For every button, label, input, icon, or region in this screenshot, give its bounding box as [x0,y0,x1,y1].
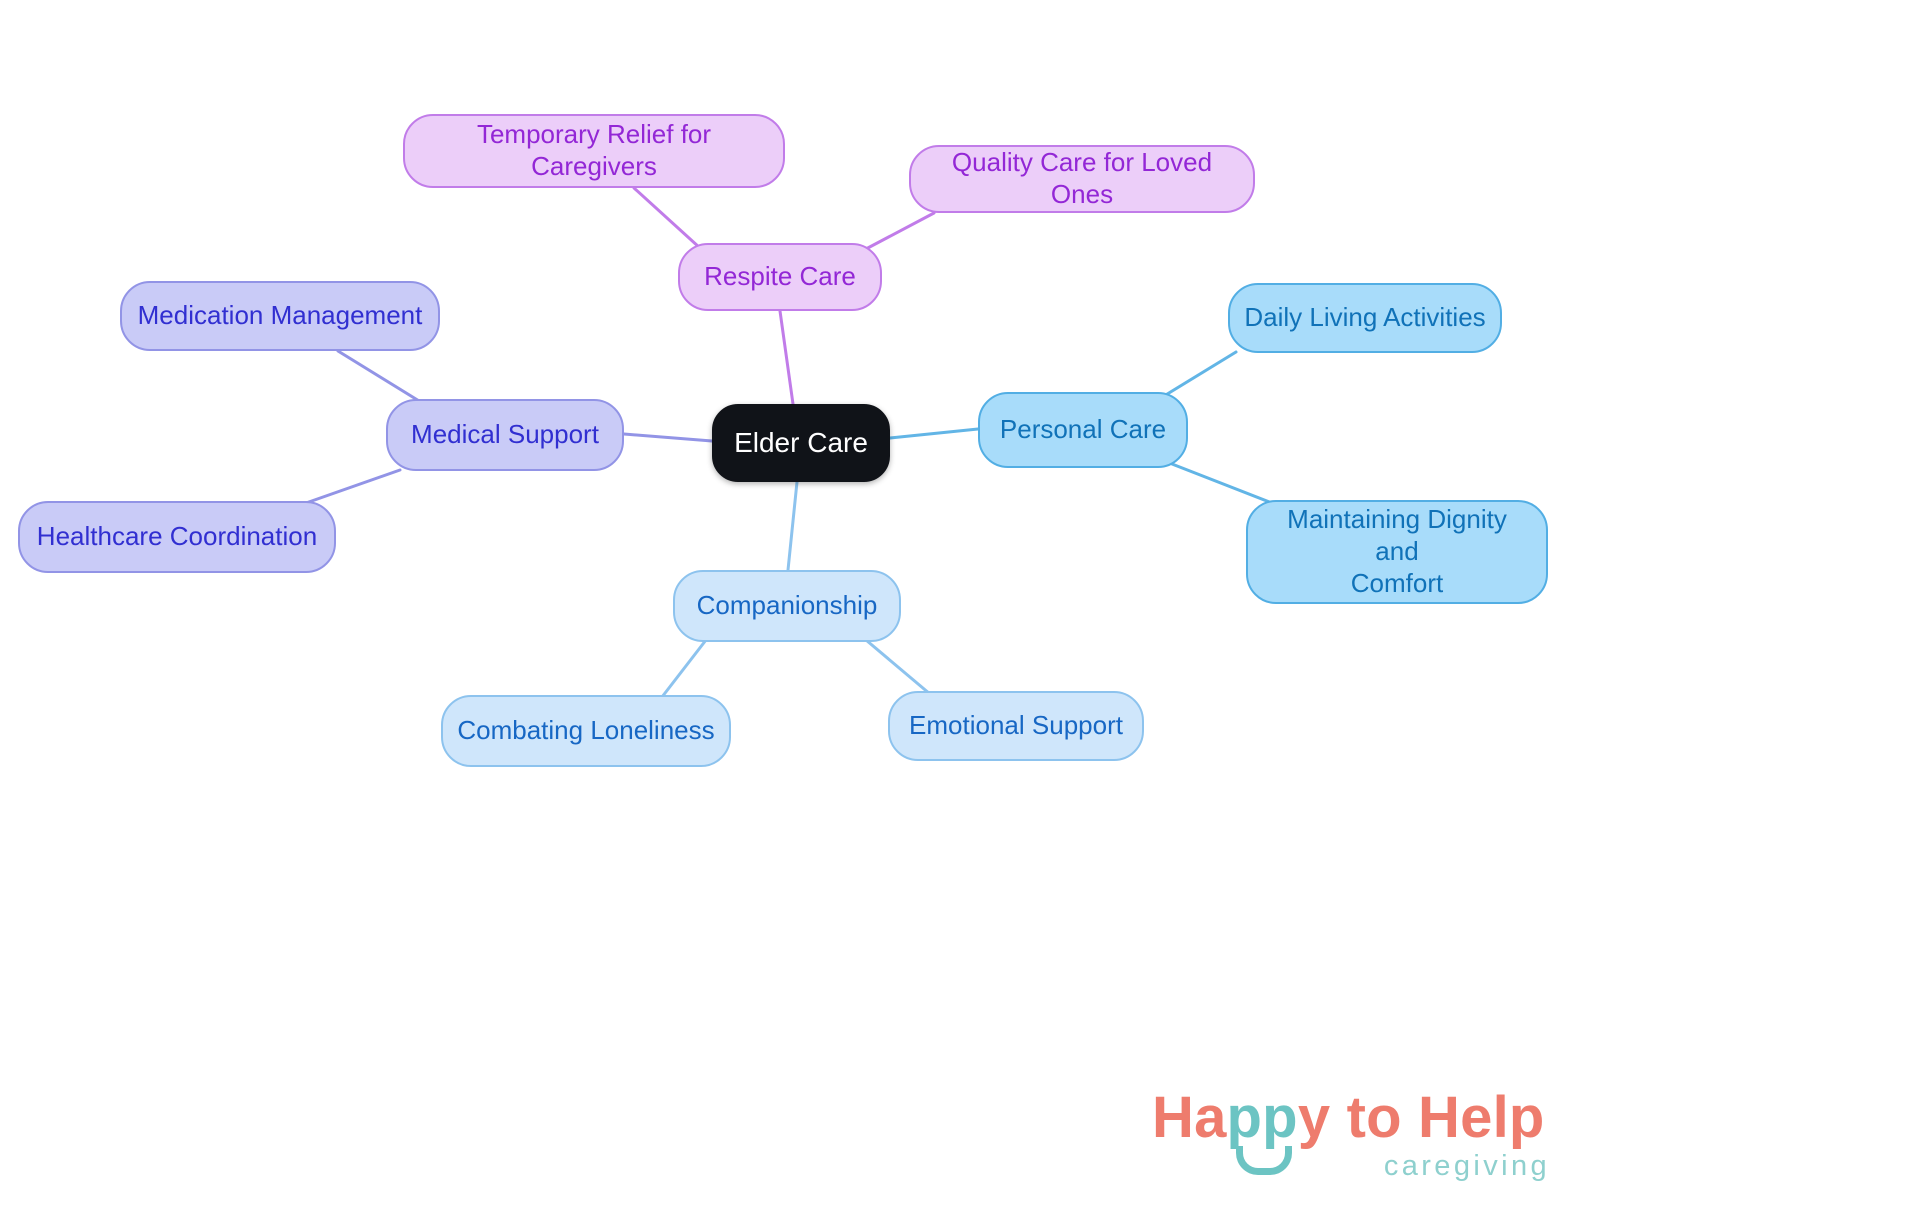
logo-text-to-help: to Help [1330,1085,1545,1150]
edge-personal-to-dignity [1170,462,1274,505]
mindmap-leaf-maintaining-dignity-and-comfort[interactable]: Maintaining Dignity and Comfort [1246,500,1548,604]
mindmap-leaf-quality-care-for-loved-ones[interactable]: Quality Care for Loved Ones [909,145,1255,213]
logo-text-pp: pp [1226,1085,1298,1150]
edge-companionship-to-combating [660,638,708,699]
edge-medical-to-medication [336,349,426,406]
mindmap-branch-personal-care[interactable]: Personal Care [978,392,1188,468]
mindmap-branch-medical-support[interactable]: Medical Support [386,399,624,471]
edge-companionship-to-emotional [864,638,932,696]
brand-logo: Happy to Help caregiving [1152,1084,1552,1188]
edge-respite-to-quality [862,211,936,252]
logo-text-y: y [1297,1085,1331,1150]
logo-wordmark: Happy to Help [1152,1084,1545,1151]
mindmap-leaf-combating-loneliness[interactable]: Combating Loneliness [441,695,731,767]
mindmap-leaf-healthcare-coordination[interactable]: Healthcare Coordination [18,501,336,573]
edge-root-to-companionship [786,480,799,572]
edge-root-to-medical-support [622,432,714,443]
edge-medical-to-healthcare [304,468,402,505]
edge-root-to-respite-care [778,309,795,406]
smile-arc-icon [1236,1146,1292,1175]
mindmap-root-node[interactable]: Elder Care [712,404,890,482]
mindmap-branch-respite-care[interactable]: Respite Care [678,243,882,311]
edge-respite-to-temporary [632,186,702,250]
mindmap-branch-companionship[interactable]: Companionship [673,570,901,642]
mindmap-leaf-medication-management[interactable]: Medication Management [120,281,440,351]
edge-root-to-personal-care [888,427,980,440]
mindmap-leaf-emotional-support[interactable]: Emotional Support [888,691,1144,761]
mindmap-leaf-temporary-relief-for-caregivers[interactable]: Temporary Relief for Caregivers [403,114,785,188]
logo-text-ha: Ha [1152,1085,1227,1150]
mindmap-leaf-daily-living-activities[interactable]: Daily Living Activities [1228,283,1502,353]
edge-personal-to-daily [1162,350,1238,398]
logo-tagline: caregiving [1383,1150,1550,1182]
